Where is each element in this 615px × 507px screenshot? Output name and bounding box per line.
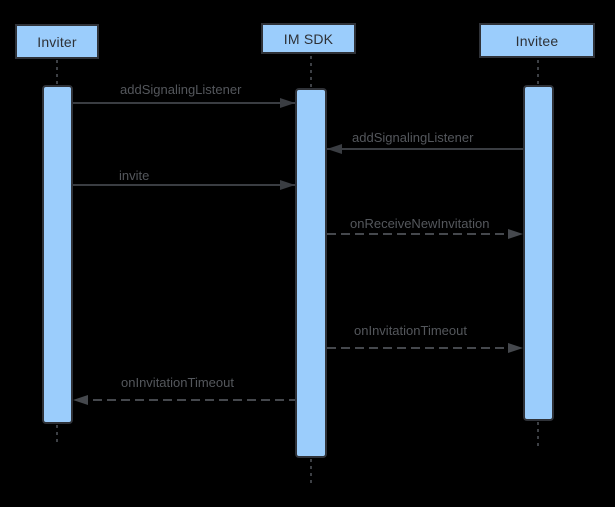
actor-label-inviter: Inviter <box>37 33 77 50</box>
message-label-add-signaling-listener-1: addSignalingListener <box>120 82 242 97</box>
activation-bar-im-sdk <box>295 88 327 458</box>
lifeline-invitee-top <box>537 60 539 85</box>
message-label-add-signaling-listener-2: addSignalingListener <box>352 130 474 145</box>
actor-label-im-sdk: IM SDK <box>283 30 334 47</box>
actor-box-invitee: Invitee <box>479 23 595 58</box>
message-label-on-receive-new-invitation: onReceiveNewInvitation <box>350 216 490 231</box>
message-line-on-invitation-timeout-1 <box>327 347 517 349</box>
actor-box-im-sdk: IM SDK <box>261 23 356 54</box>
actor-label-invitee: Invitee <box>515 32 559 49</box>
message-label-invite: invite <box>119 168 150 183</box>
lifeline-inviter-top <box>56 60 58 85</box>
arrowhead-left-icon <box>73 395 88 405</box>
message-label-on-invitation-timeout-1: onInvitationTimeout <box>354 323 467 338</box>
arrowhead-right-icon <box>280 180 295 190</box>
arrowhead-right-icon <box>508 343 523 353</box>
arrowhead-left-icon <box>327 144 342 154</box>
actor-box-inviter: Inviter <box>15 24 99 59</box>
lifeline-im-sdk-bottom <box>310 459 312 484</box>
message-line-add-signaling-listener-1 <box>73 102 295 104</box>
message-line-add-signaling-listener-2 <box>327 148 523 150</box>
lifeline-im-sdk-top <box>310 56 312 88</box>
activation-bar-invitee <box>523 85 554 421</box>
arrowhead-right-icon <box>280 98 295 108</box>
message-line-invite <box>73 184 295 186</box>
message-line-on-invitation-timeout-2 <box>79 399 295 401</box>
message-label-on-invitation-timeout-2: onInvitationTimeout <box>121 375 234 390</box>
lifeline-inviter-bottom <box>56 425 58 444</box>
lifeline-invitee-bottom <box>537 422 539 446</box>
arrowhead-right-icon <box>508 229 523 239</box>
message-line-on-receive-new-invitation <box>327 233 517 235</box>
activation-bar-inviter <box>42 85 73 424</box>
